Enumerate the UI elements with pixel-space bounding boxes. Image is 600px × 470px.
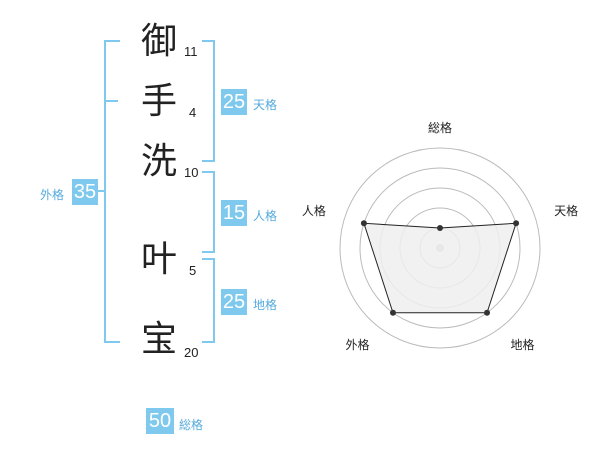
radar-series-area — [363, 222, 517, 314]
char-2-strokes: 4 — [189, 105, 197, 120]
soukaku-badge: 50 — [146, 408, 174, 434]
radar-point-5 — [360, 220, 367, 227]
char-4: 叶 — [141, 239, 178, 280]
gaikaku-label: 外格 — [40, 188, 65, 202]
char-2: 手 — [141, 81, 178, 122]
radar-series — [360, 220, 520, 316]
soukaku-label: 総格 — [179, 418, 204, 432]
char-1-strokes: 11 — [184, 44, 198, 59]
radar-grid-ring-4 — [359, 167, 521, 329]
radar-grid-ring-5 — [339, 147, 541, 349]
char-1: 御 — [141, 21, 178, 62]
char-5-strokes: 20 — [184, 345, 199, 360]
radar-axis-label-3: 地格 — [511, 337, 535, 352]
radar-axis-label-1: 総格 — [428, 120, 452, 135]
jinkaku-label: 人格 — [253, 209, 278, 223]
tenkaku-badge: 25 — [221, 89, 247, 115]
gaikaku-bracket-tick-2 — [94, 190, 106, 192]
jinkaku-badge: 15 — [221, 200, 247, 226]
radar-point-4 — [389, 309, 396, 316]
chikaku-bracket — [202, 258, 215, 343]
radar-point-3 — [484, 309, 491, 316]
gaikaku-badge: 35 — [72, 179, 98, 205]
chikaku-badge: 25 — [221, 289, 247, 315]
radar-axis-label-2: 天格 — [554, 203, 578, 218]
gaikaku-bracket-tick-1 — [104, 100, 118, 102]
tenkaku-label: 天格 — [253, 98, 278, 112]
char-4-strokes: 5 — [189, 263, 197, 278]
jinkaku-bracket — [202, 171, 215, 253]
radar-point-1 — [437, 225, 443, 231]
char-3: 洗 — [141, 141, 178, 182]
radar-point-2 — [513, 220, 520, 227]
tenkaku-bracket — [202, 40, 215, 162]
char-5: 宝 — [141, 319, 178, 360]
chikaku-label: 地格 — [253, 298, 278, 312]
char-3-strokes: 10 — [184, 165, 199, 180]
radar-axis-label-5: 人格 — [302, 203, 326, 218]
radar-axis-label-4: 外格 — [345, 337, 369, 352]
